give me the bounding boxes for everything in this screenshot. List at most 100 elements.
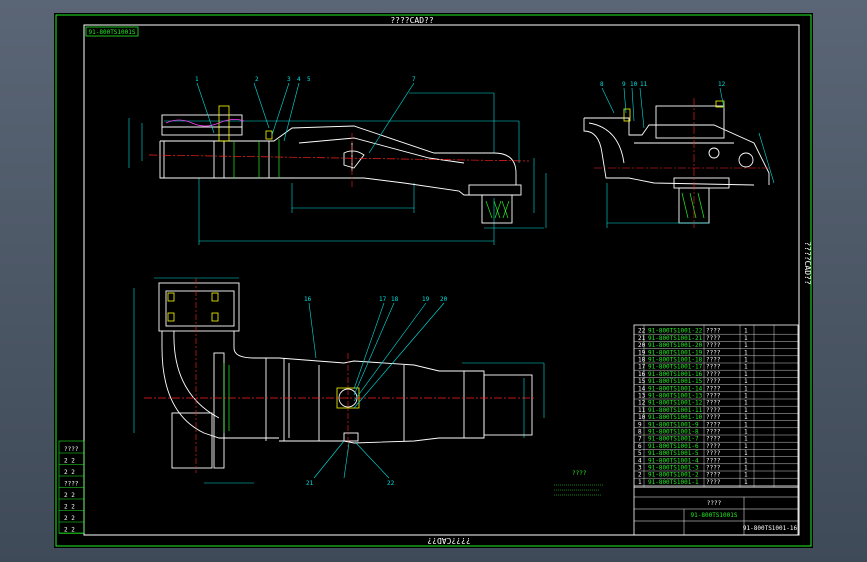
parts-cell-code: 91-800TS1001-3: [648, 465, 699, 472]
parts-cell-code: 91-800TS1001-19: [648, 349, 703, 356]
parts-cell-qty: 1: [744, 349, 748, 356]
parts-cell-no: 12: [638, 400, 646, 407]
side-view: 8 9 10 11 12: [583, 81, 775, 228]
left-revision-rows: ???? 2 2 2 2???? 2 2 2 2 2 2 2 2: [59, 446, 84, 534]
parts-cell-no: 7: [638, 436, 642, 443]
parts-cell-qty: 1: [744, 335, 748, 342]
parts-cell-qty: 1: [744, 328, 748, 335]
parts-cell-qty: 1: [744, 465, 748, 472]
parts-cell-no: 10: [638, 414, 646, 421]
parts-cell-name: ????: [706, 335, 721, 342]
parts-cell-name: ????: [706, 472, 721, 479]
left-table-cell: 2 2: [64, 527, 75, 534]
parts-cell-code: 91-800TS1001-8: [648, 429, 699, 436]
parts-cell-name: ????: [706, 393, 721, 400]
parts-cell-name: ????: [706, 465, 721, 472]
drawing-number-box: [85, 26, 139, 37]
balloon-18: 18: [391, 296, 399, 303]
parts-cell-code: 91-800TS1001-6: [648, 443, 699, 450]
parts-cell-code: 91-800TS1001-9: [648, 421, 699, 428]
balloon-21: 21: [306, 480, 314, 487]
parts-cell-no: 22: [638, 328, 646, 335]
parts-cell-qty: 1: [744, 385, 748, 392]
parts-cell-no: 14: [638, 385, 646, 392]
parts-cell-qty: 1: [744, 378, 748, 385]
parts-cell-no: 8: [638, 429, 642, 436]
parts-cell-name: ????: [706, 429, 721, 436]
parts-cell-code: 91-800TS1001-5: [648, 450, 699, 457]
parts-cell-name: ????: [706, 414, 721, 421]
left-table-cell: 2 2: [64, 492, 75, 499]
left-table-cell: ????: [64, 446, 79, 453]
parts-cell-qty: 1: [744, 414, 748, 421]
left-table-cell: 2 2: [64, 504, 75, 511]
left-table-cell: 2 2: [64, 515, 75, 522]
parts-cell-code: 91-800TS1001-22: [648, 328, 703, 335]
parts-cell-no: 21: [638, 335, 646, 342]
outer-border: [55, 14, 812, 547]
drawing-number: 91-800TS1001S: [89, 29, 136, 36]
parts-cell-name: ????: [706, 450, 721, 457]
parts-cell-code: 91-800TS1001-12: [648, 400, 703, 407]
parts-cell-name: ????: [706, 407, 721, 414]
parts-cell-name: ????: [706, 400, 721, 407]
parts-cell-no: 18: [638, 357, 646, 364]
left-table-cell: 2 2: [64, 458, 75, 465]
inner-border: [83, 24, 800, 536]
parts-cell-code: 91-800TS1001-11: [648, 407, 703, 414]
balloon-2: 2: [255, 76, 259, 83]
parts-cell-code: 91-800TS1001-2: [648, 472, 699, 479]
balloon-19: 19: [422, 296, 430, 303]
parts-cell-qty: 1: [744, 407, 748, 414]
balloon-9: 9: [622, 81, 626, 88]
parts-cell-qty: 1: [744, 443, 748, 450]
parts-cell-qty: 1: [744, 421, 748, 428]
parts-cell-code: 91-800TS1001-18: [648, 357, 703, 364]
parts-cell-code: 91-800TS1001-21: [648, 335, 703, 342]
parts-cell-qty: 1: [744, 436, 748, 443]
left-table-cell: ????: [64, 481, 79, 488]
parts-cell-qty: 1: [744, 342, 748, 349]
left-table-cell: 2 2: [64, 469, 75, 476]
header-text: ????CAD??: [390, 16, 434, 25]
title-block-main: ????: [707, 500, 722, 507]
parts-cell-code: 91-800TS1001-1: [648, 479, 699, 486]
side-text: ????CAD??: [803, 241, 812, 285]
balloon-10: 10: [630, 81, 638, 88]
technical-requirements: ????: [554, 470, 604, 496]
parts-cell-qty: 1: [744, 472, 748, 479]
parts-cell-name: ????: [706, 385, 721, 392]
parts-cell-no: 3: [638, 465, 642, 472]
parts-cell-no: 20: [638, 342, 646, 349]
balloon-17: 17: [379, 296, 387, 303]
cad-drawing: ????CAD?? ????CAD?? ????CAD?? 91-800TS10…: [55, 14, 812, 547]
balloon-1: 1: [195, 76, 199, 83]
parts-cell-code: 91-800TS1001-10: [648, 414, 703, 421]
balloon-4: 4: [297, 76, 301, 83]
parts-cell-code: 91-800TS1001-13: [648, 393, 703, 400]
parts-cell-name: ????: [706, 328, 721, 335]
parts-cell-qty: 1: [744, 457, 748, 464]
parts-cell-code: 91-800TS1001-17: [648, 364, 703, 371]
parts-cell-qty: 1: [744, 357, 748, 364]
parts-cell-no: 2: [638, 472, 642, 479]
parts-cell-name: ????: [706, 342, 721, 349]
parts-cell-qty: 1: [744, 393, 748, 400]
balloon-3: 3: [287, 76, 291, 83]
parts-cell-qty: 1: [744, 371, 748, 378]
balloon-20: 20: [440, 296, 448, 303]
parts-cell-qty: 1: [744, 429, 748, 436]
parts-cell-no: 5: [638, 450, 642, 457]
parts-cell-qty: 1: [744, 364, 748, 371]
parts-cell-no: 13: [638, 393, 646, 400]
balloon-12: 12: [718, 81, 726, 88]
title-block-scale-code: 91-800TS1001-16: [743, 525, 798, 532]
parts-cell-code: 91-800TS1001-20: [648, 342, 703, 349]
footer-text: ????CAD??: [427, 536, 471, 545]
parts-cell-no: 19: [638, 349, 646, 356]
balloon-8: 8: [600, 81, 604, 88]
drawing-sheet[interactable]: ????CAD?? ????CAD?? ????CAD?? 91-800TS10…: [54, 13, 813, 548]
balloon-22: 22: [387, 480, 395, 487]
parts-cell-name: ????: [706, 436, 721, 443]
